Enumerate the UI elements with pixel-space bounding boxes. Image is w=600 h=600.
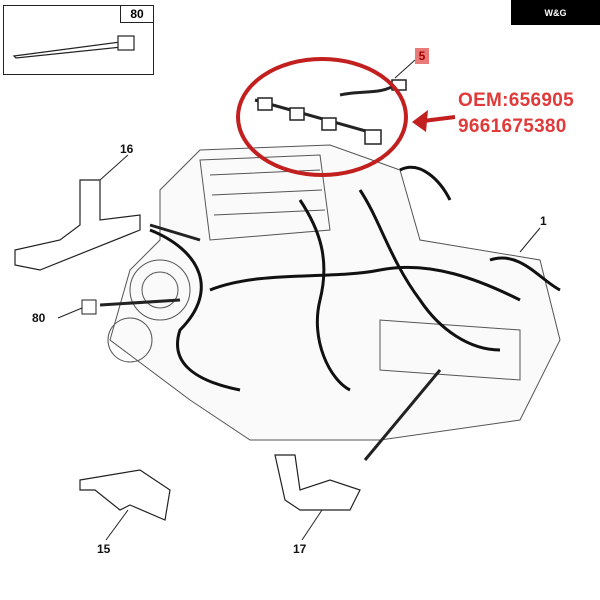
part-15-bracket [79, 469, 171, 521]
brand-logo-text: W&G [544, 7, 567, 18]
part-80-tie-box [81, 299, 97, 315]
part-15-label: 15 [97, 542, 111, 556]
cable-tie-icon [12, 35, 135, 59]
part-5-injector-harness [254, 79, 407, 145]
part-17-bracket [274, 454, 361, 511]
part-1-label: 1 [540, 214, 547, 228]
highlight-circle [236, 57, 408, 177]
inset-part-number: 80 [120, 6, 153, 23]
part-5-label: 5 [415, 48, 429, 64]
oem-number: OEM:656905 [458, 90, 575, 111]
part-16-label: 16 [120, 142, 134, 156]
part-16-bracket [14, 179, 141, 271]
brand-logo: W&G [511, 0, 600, 25]
engine-block [107, 144, 561, 441]
part-number: 9661675380 [458, 116, 567, 137]
cable-tie-inset: 80 [3, 5, 154, 75]
wiring-harness [149, 165, 561, 392]
leader-lines [57, 59, 541, 541]
part-80-label: 80 [32, 311, 46, 325]
part-17-label: 17 [293, 542, 307, 556]
